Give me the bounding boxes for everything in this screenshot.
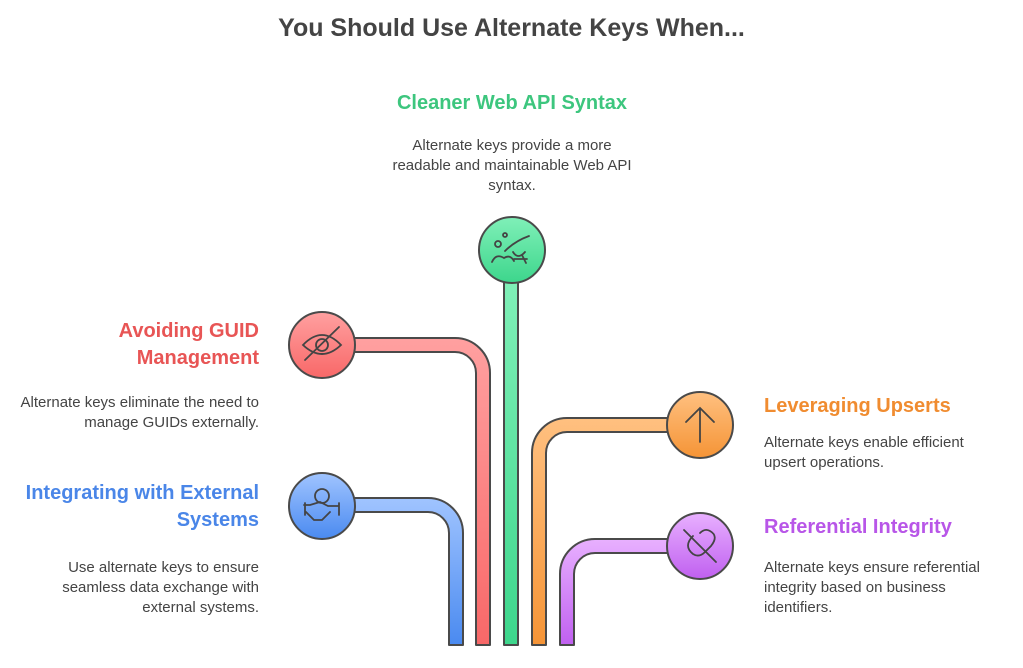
item-description: Alternate keys enable efficient upsert o… — [764, 434, 964, 471]
page-title: You Should Use Alternate Keys When... — [278, 14, 745, 42]
item-description: Alternate keys eliminate the need to man… — [20, 394, 259, 431]
line-green — [503, 279, 519, 646]
line-blue — [349, 497, 464, 646]
eye-off-icon — [301, 326, 343, 361]
arrow-up-icon — [685, 406, 715, 443]
line-orange — [531, 417, 673, 646]
line-red — [349, 337, 491, 646]
item-heading: Leveraging Upserts — [764, 395, 951, 417]
item-description: Alternate keys provide a more readable a… — [392, 137, 632, 194]
item-heading: Avoiding GUID Management — [118, 320, 259, 369]
line-purple — [559, 538, 673, 646]
node-green — [478, 216, 546, 284]
hand-water-icon — [491, 232, 530, 264]
item-description: Alternate keys ensure referential integr… — [764, 559, 980, 616]
item-heading: Cleaner Web API Syntax — [396, 92, 628, 114]
item-description: Use alternate keys to ensure seamless da… — [62, 559, 259, 616]
node-red — [288, 311, 356, 379]
globe-handshake-icon — [303, 488, 340, 521]
item-heading: Referential Integrity — [764, 516, 952, 538]
node-blue — [288, 472, 356, 540]
item-heading: Integrating with External Systems — [25, 482, 259, 531]
link-off-icon — [683, 528, 717, 563]
